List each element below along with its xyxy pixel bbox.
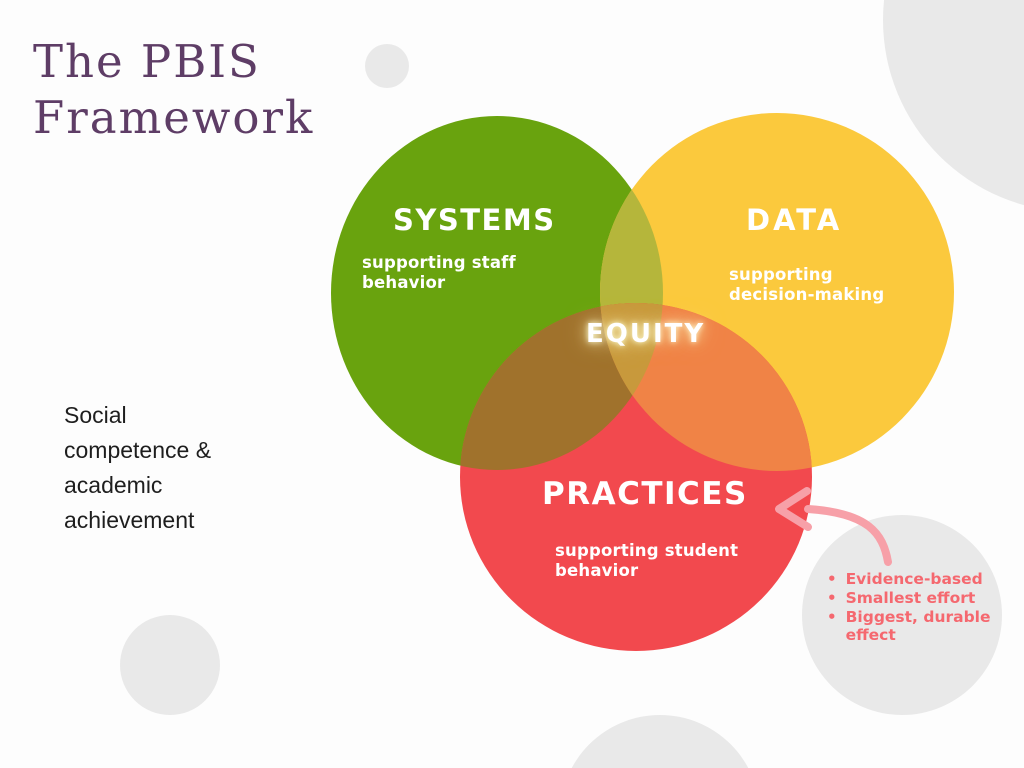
decor-circle-top-right: [883, 0, 1024, 206]
callout-item-text: Evidence-based: [845, 570, 983, 588]
data-practices-overlap: [600, 303, 812, 471]
outcome-note: Social competence & academic achievement: [64, 402, 212, 533]
list-item: • Smallest effort: [827, 589, 995, 607]
page-title: The PBIS Framework: [33, 35, 315, 144]
callout-background-circle: [802, 515, 1002, 715]
practices-sublabel: supporting student behavior: [555, 541, 739, 580]
data-sublabel: supporting decision-making: [729, 265, 885, 304]
systems-label: SYSTEMS: [393, 203, 556, 237]
practices-label: PRACTICES: [542, 476, 748, 512]
equity-label: EQUITY: [586, 319, 706, 349]
list-item: • Evidence-based: [827, 570, 995, 588]
practices-callout-list: • Evidence-based • Smallest effort • Big…: [827, 570, 995, 644]
bullet-icon: •: [827, 589, 837, 607]
callout-arrow-curve: [804, 505, 892, 566]
decor-circle-bottom-middle: [571, 715, 749, 768]
decor-circle-small-top: [365, 44, 409, 88]
bullet-icon: •: [827, 608, 837, 626]
callout-arrow-head-icon: [775, 487, 812, 531]
callout-item-text: Biggest, durable effect: [845, 608, 991, 644]
bullet-icon: •: [827, 570, 837, 588]
systems-practices-overlap: [460, 303, 663, 470]
data-label: DATA: [746, 203, 843, 237]
callout-item-text: Smallest effort: [845, 589, 976, 607]
list-item: • Biggest, durable effect: [827, 608, 995, 644]
decor-circle-bottom-left: [120, 615, 220, 715]
systems-sublabel: supporting staff behavior: [362, 253, 516, 292]
